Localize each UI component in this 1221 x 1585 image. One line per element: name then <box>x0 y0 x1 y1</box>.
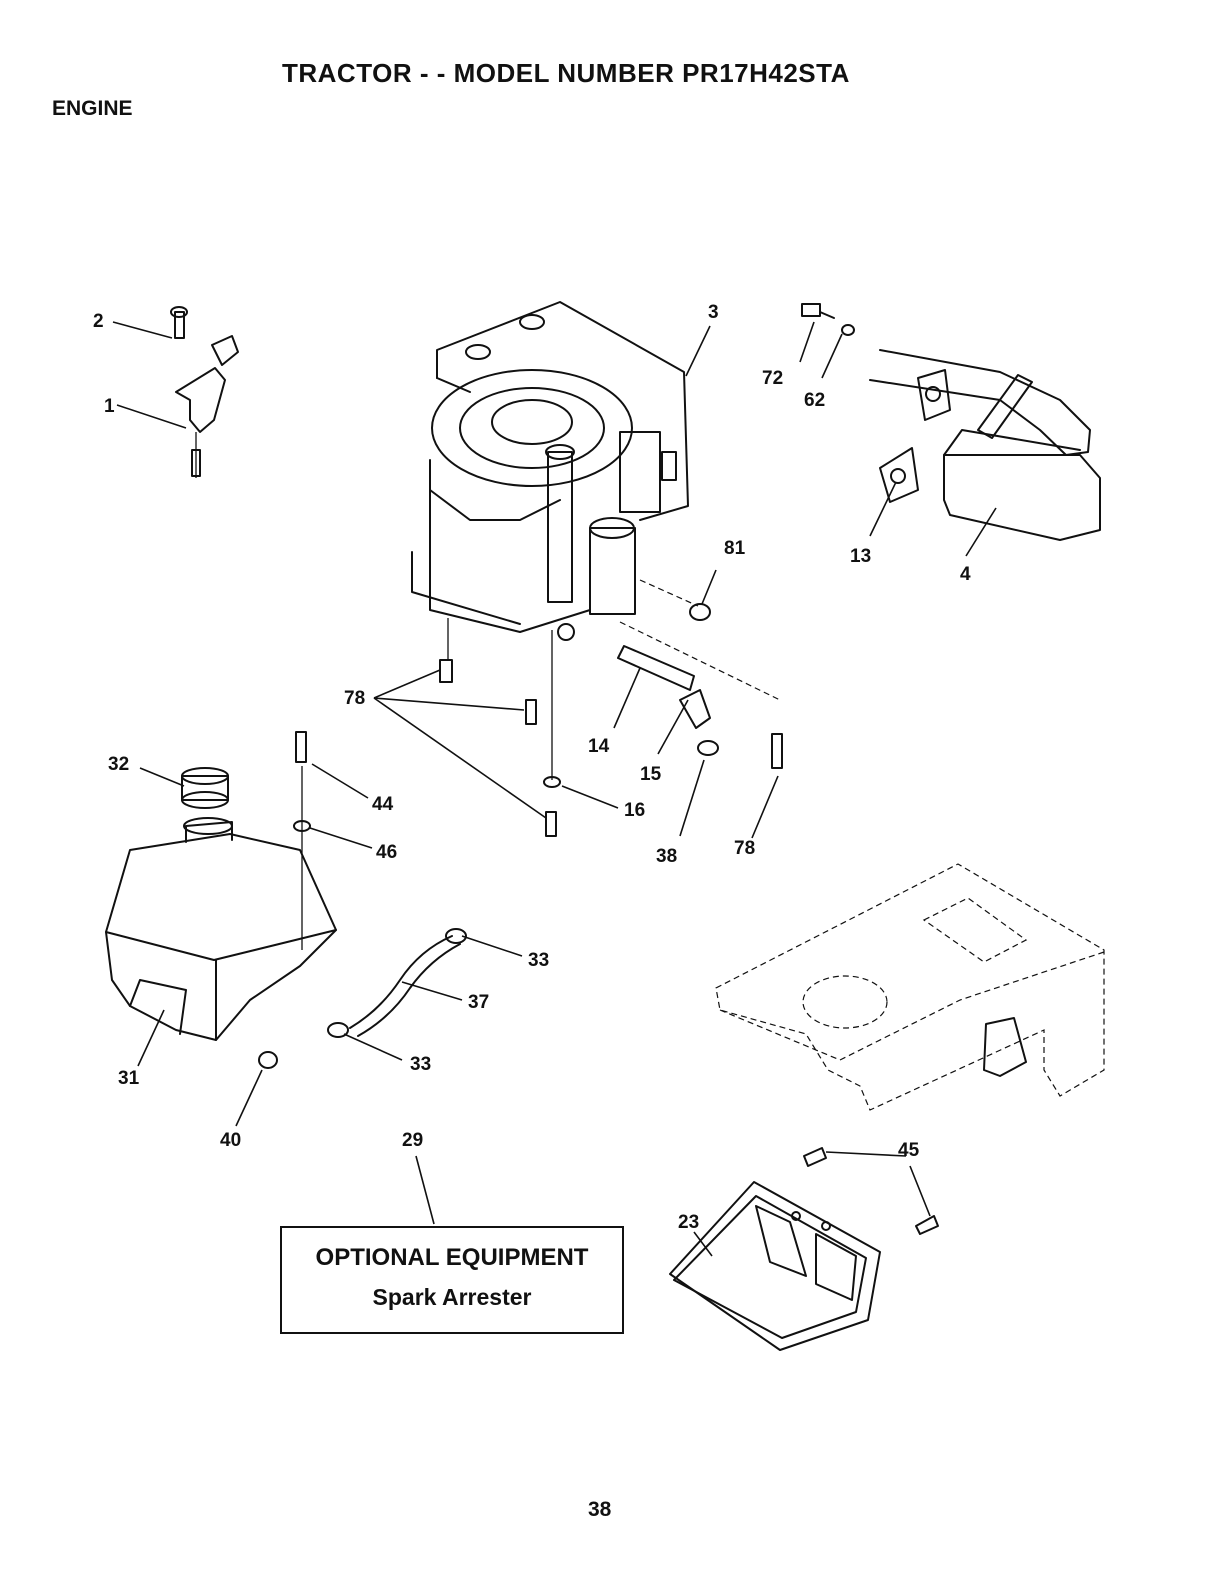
fuel-fittings-drawing <box>440 604 782 836</box>
callout-33-top: 33 <box>528 950 549 971</box>
callout-78-engine: 78 <box>344 688 365 709</box>
callout-44: 44 <box>372 794 394 815</box>
muffler-drawing <box>802 304 1100 540</box>
callout-15: 15 <box>640 764 662 785</box>
optional-equipment-box: OPTIONAL EQUIPMENT Spark Arrester <box>280 1226 624 1334</box>
engine-drawing <box>412 302 780 700</box>
callout-3: 3 <box>708 302 719 323</box>
callout-31: 31 <box>118 1068 140 1089</box>
callout-78-side: 78 <box>734 838 755 859</box>
callout-81: 81 <box>724 538 746 559</box>
callout-2: 2 <box>93 311 104 332</box>
callout-13: 13 <box>850 546 871 567</box>
spark-arrester-drawing <box>670 1148 938 1350</box>
callout-29: 29 <box>402 1130 423 1151</box>
throttle-bracket-drawing <box>171 307 238 478</box>
callout-23: 23 <box>678 1212 699 1233</box>
page-number: 38 <box>588 1498 611 1522</box>
fuel-tank-drawing <box>106 732 336 1068</box>
callout-62: 62 <box>804 390 825 411</box>
callout-72: 72 <box>762 368 783 389</box>
callout-33-bottom: 33 <box>410 1054 431 1075</box>
callout-46: 46 <box>376 842 397 863</box>
tractor-frame-drawing <box>716 864 1104 1110</box>
callout-leaders <box>113 322 996 1256</box>
callout-32: 32 <box>108 754 129 775</box>
optional-equipment-item: Spark Arrester <box>282 1284 622 1311</box>
callout-14: 14 <box>588 736 610 757</box>
callout-37: 37 <box>468 992 489 1013</box>
callout-40: 40 <box>220 1130 241 1151</box>
callout-1: 1 <box>104 396 115 417</box>
callout-38: 38 <box>656 846 677 867</box>
callout-45: 45 <box>898 1140 920 1161</box>
optional-equipment-title: OPTIONAL EQUIPMENT <box>282 1244 622 1272</box>
callout-16: 16 <box>624 800 645 821</box>
fuel-line-drawing <box>328 929 466 1037</box>
callout-4: 4 <box>960 564 971 585</box>
